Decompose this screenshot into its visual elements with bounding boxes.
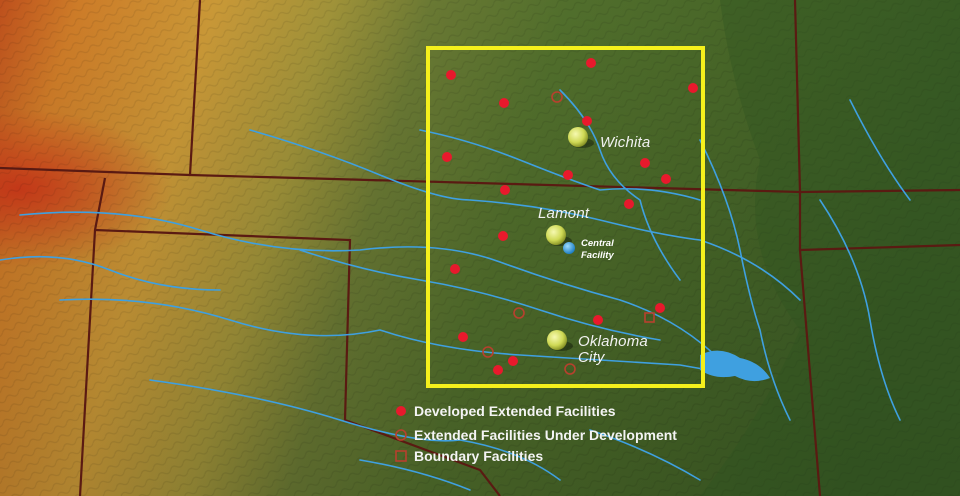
central-facility-label-line2: Facility [581,250,614,261]
river [59,298,721,373]
developed-facility-markers [442,58,698,375]
legend-developed-label: Developed Extended Facilities [414,403,616,419]
city-markers [546,127,594,351]
facility-marker[interactable] [508,356,518,366]
river [849,99,911,201]
state-line [799,243,960,252]
central-facility-label-line1: Central [581,238,614,249]
facility-marker[interactable] [563,170,573,180]
boundary-marker[interactable] [644,312,655,323]
river [149,379,561,481]
river [249,129,801,301]
legend-developed-icon [396,406,406,416]
legend-under-development-icon [395,429,407,441]
legend-boundary-icon [395,450,407,462]
river [589,429,701,481]
facility-ring-marker[interactable] [551,91,563,103]
legend-under-development-label: Extended Facilities Under Development [414,427,677,443]
legend-boundary-label: Boundary Facilities [414,448,543,464]
facility-marker[interactable] [688,83,698,93]
facility-ring-marker[interactable] [564,363,576,375]
facility-marker[interactable] [500,185,510,195]
boundary-facility-markers [644,312,655,323]
city-marker-lamont[interactable] [546,225,566,245]
facility-marker[interactable] [498,231,508,241]
facility-marker[interactable] [493,365,503,375]
river [699,139,791,421]
facility-marker[interactable] [442,152,452,162]
city-label-lamont: Lamont [538,205,590,222]
city-marker-oklahoma-city[interactable] [547,330,567,350]
facility-marker[interactable] [661,174,671,184]
state-line [0,166,960,194]
river [0,255,221,291]
facility-marker[interactable] [582,116,592,126]
state-line [188,0,202,176]
river [299,249,661,341]
state-line [94,228,501,496]
map-legend: Developed Extended Facilities Extended F… [395,403,677,464]
facility-marker[interactable] [499,98,509,108]
facility-marker[interactable] [458,332,468,342]
study-area-box [426,46,705,388]
under-development-markers [482,91,576,375]
city-marker-wichita[interactable] [568,127,588,147]
facility-marker[interactable] [586,58,596,68]
lake [700,350,770,382]
river [819,199,901,421]
facility-marker[interactable] [593,315,603,325]
river [19,211,721,361]
city-label-wichita: Wichita [600,134,650,151]
facility-marker[interactable] [446,70,456,80]
river [359,459,471,491]
facility-marker[interactable] [655,303,665,313]
facility-ring-marker[interactable] [513,307,525,319]
facility-ring-marker[interactable] [482,346,494,358]
state-line [793,0,822,496]
facility-marker[interactable] [624,199,634,209]
facility-marker[interactable] [640,158,650,168]
facility-marker[interactable] [450,264,460,274]
central-facility-marker[interactable] [563,242,575,254]
